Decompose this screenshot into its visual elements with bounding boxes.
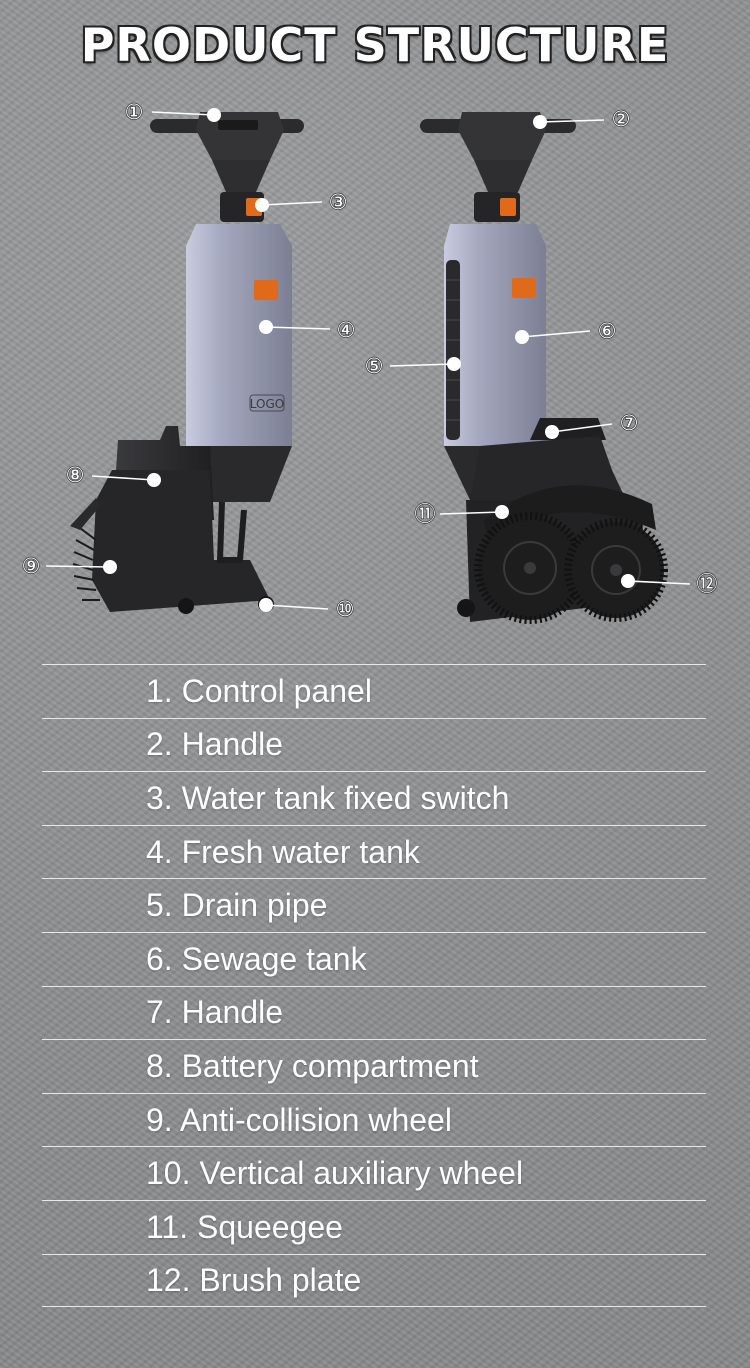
callout-6: ⑥ [598,319,617,343]
callout-12: ⑫ [697,572,718,596]
tank-latch [254,280,278,300]
logo-text: LOGO [250,397,284,411]
parts-list: 1. Control panel 2. Handle 3. Water tank… [42,664,706,1308]
leader-lines [45,111,691,610]
brush-plate-right [564,518,668,622]
callout-3: ③ [329,190,348,214]
callout-5: ⑤ [365,354,384,378]
page-title: PRODUCT STRUCTURE [80,18,670,72]
list-item: 7. Handle [42,985,706,1040]
list-item: 8. Battery compartment [42,1039,706,1093]
drain-pipe [446,260,460,440]
callout-7: ⑦ [620,411,639,435]
machine-front-view: LOGO [70,112,304,614]
fresh-water-tank [186,224,292,446]
list-item: 2. Handle [42,717,706,772]
product-diagram: LOGO [21,99,718,624]
callout-1: ① [125,100,144,124]
callout-10: ⑩ [336,597,355,621]
callout-4: ④ [337,318,356,342]
list-item: 6. Sewage tank [42,931,706,986]
list-item: 3. Water tank fixed switch [42,771,706,825]
callout-9: ⑨ [22,554,41,578]
list-item: 10. Vertical auxiliary wheel [42,1146,706,1200]
list-item: 11. Squeegee [42,1199,706,1254]
callout-2: ② [612,107,631,131]
brush-plate-left [474,512,586,624]
callout-8: ⑧ [66,463,85,487]
list-item: 4. Fresh water tank [42,824,706,879]
machine-rear-view [420,112,668,624]
leader-dots [103,108,635,612]
list-item: 12. Brush plate [42,1253,706,1308]
squeegee [484,485,656,540]
callout-labels: ① ② ③ ④ ⑤ ⑥ ⑦ ⑧ ⑨ ⑩ ⑪ ⑫ [21,99,718,621]
list-item: 1. Control panel [42,664,706,718]
list-item: 5. Drain pipe [42,878,706,932]
list-item: 9. Anti-collision wheel [42,1092,706,1147]
callout-11: ⑪ [415,502,436,526]
